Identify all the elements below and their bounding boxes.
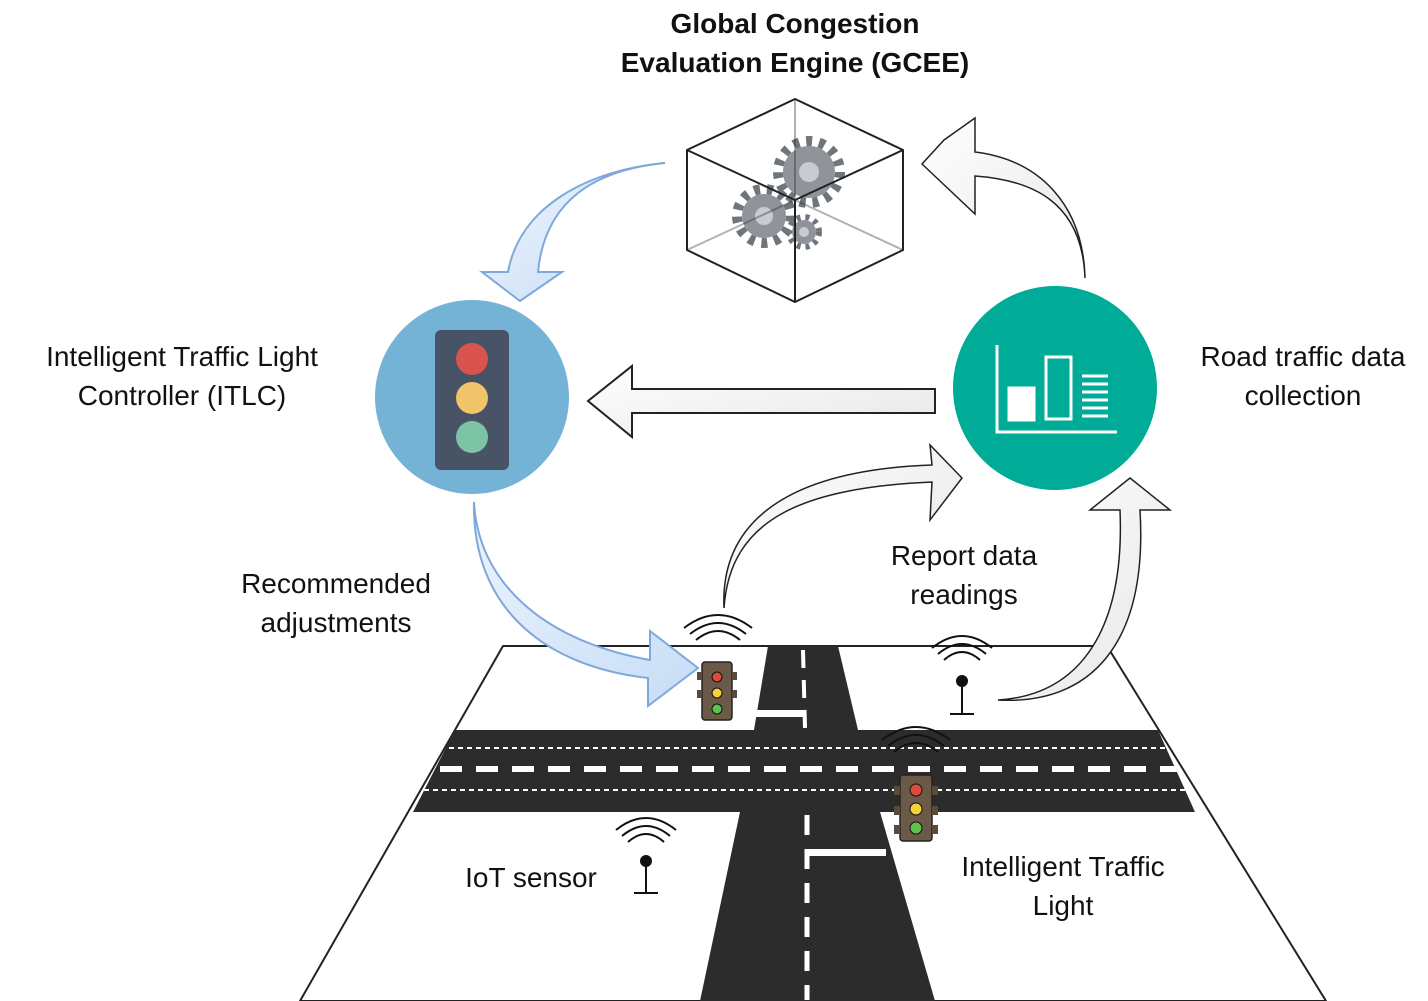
traffic-light-label-line1: Intelligent Traffic	[961, 851, 1165, 882]
vertical-road-lower	[700, 812, 935, 1001]
traffic-light-upper	[683, 614, 753, 721]
iot-sensor-icon	[615, 817, 677, 894]
bar-chart-icon	[995, 345, 1117, 434]
recommended-label-line2: adjustments	[260, 607, 412, 638]
arrow-traffic-light-to-collection	[723, 442, 963, 609]
report-label: Report data readings	[855, 536, 1073, 614]
itlc-label-line1: Intelligent Traffic Light	[46, 341, 318, 372]
traffic-light-icon	[435, 330, 509, 470]
gcee-title-line2: Evaluation Engine (GCEE)	[620, 47, 970, 78]
itlc-node	[375, 300, 569, 494]
report-label-line1: Report data	[890, 540, 1038, 571]
recommended-label: Recommended adjustments	[216, 564, 456, 642]
vertical-road-upper	[754, 646, 858, 730]
recommended-label-line1: Recommended	[241, 568, 431, 599]
traffic-light-label-line2: Light	[1032, 890, 1094, 921]
wifi-signal-icon	[881, 726, 951, 753]
itlc-label-line2: Controller (ITLC)	[77, 380, 287, 411]
collection-label-line2: collection	[1244, 380, 1362, 411]
wifi-signal-icon	[683, 614, 753, 641]
arrow-itlc-to-traffic-light	[472, 501, 700, 709]
collection-node	[953, 286, 1157, 490]
collection-label: Road traffic data collection	[1178, 337, 1428, 415]
arrow-gcee-to-itlc	[479, 162, 666, 303]
report-label-line2: readings	[910, 579, 1018, 610]
traffic-light-label: Intelligent Traffic Light	[932, 847, 1194, 925]
iot-sensor-icon	[931, 635, 993, 715]
arrow-sensor-to-collection	[997, 477, 1173, 701]
sensor-label: IoT sensor	[465, 862, 597, 893]
itlc-label: Intelligent Traffic Light Controller (IT…	[14, 337, 350, 415]
collection-label-line1: Road traffic data	[1200, 341, 1406, 372]
gcee-title-line1: Global Congestion	[670, 8, 920, 39]
arrow-collection-to-itlc	[586, 363, 936, 440]
road-intersection	[298, 645, 1328, 1001]
gcee-title: Global Congestion Evaluation Engine (GCE…	[580, 4, 1010, 82]
gears-in-cube-icon	[686, 97, 904, 304]
traffic-light-lower	[881, 726, 951, 842]
arrow-collection-to-gcee	[920, 116, 1086, 279]
